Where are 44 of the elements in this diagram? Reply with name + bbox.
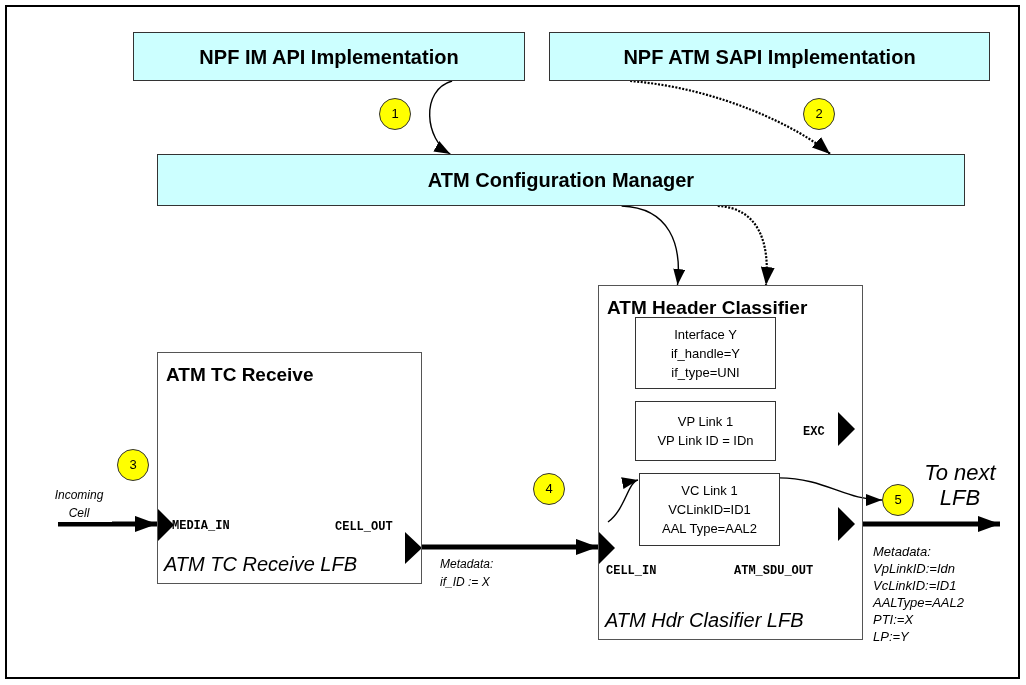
port-label: CELL_OUT	[335, 519, 393, 536]
entry-box	[635, 401, 776, 461]
arrow	[717, 204, 775, 286]
process-box: ATM Configuration Manager	[157, 154, 965, 206]
metadata-text: VpLinkID:=Idn	[873, 560, 956, 578]
entry-text: Interface Y	[674, 325, 737, 344]
entry-text: VP Link ID = IDn	[657, 432, 754, 450]
metadata-text: VcLinkID:=ID1	[873, 577, 957, 595]
process-box: NPF ATM SAPI Implementation	[549, 32, 990, 81]
metadata-text: PTI:=X	[873, 611, 914, 629]
entry-box	[635, 317, 776, 389]
entry-box	[639, 473, 780, 546]
metadata-text: AALType=AAL2	[873, 594, 964, 612]
entry-text: if_type=UNI	[671, 363, 740, 382]
block-title: ATM Header Classifier	[607, 296, 808, 320]
lfb-block	[598, 285, 863, 640]
arrow	[428, 80, 453, 155]
lfb-block	[157, 352, 422, 584]
arrow	[422, 539, 598, 555]
arrow	[58, 515, 157, 532]
entry-text: if_handle=Y	[671, 344, 740, 363]
port-label: CELL_IN	[606, 563, 657, 580]
callout-number: 1	[379, 98, 411, 130]
entry-text: VP Link 1	[677, 413, 734, 431]
metadata-text: Metadata:	[873, 543, 931, 561]
port-label: MEDIA_IN	[172, 518, 230, 535]
port-label: ATM_SDU_OUT	[734, 563, 814, 580]
arrow	[630, 79, 831, 155]
arrow	[778, 477, 883, 506]
callout-number: 5	[882, 484, 914, 516]
callout-number: 3	[117, 449, 149, 481]
arrow	[863, 516, 1000, 532]
process-box: NPF IM API Implementation	[133, 32, 525, 81]
port-label: EXC	[803, 424, 825, 441]
arrow	[607, 479, 639, 523]
block-caption: ATM TC Receive LFB	[164, 552, 357, 577]
metadata-text: LP:=Y	[873, 628, 909, 646]
callout-number: 2	[803, 98, 835, 130]
block-caption: ATM Hdr Clasifier LFB	[605, 608, 804, 633]
entry-text: VC Link 1	[681, 482, 738, 500]
callout-number: 4	[533, 473, 565, 505]
block-title: ATM TC Receive	[166, 363, 314, 387]
entry-text: AAL Type=AAL2	[661, 520, 757, 538]
entry-text: VCLinkID=ID1	[668, 501, 751, 519]
